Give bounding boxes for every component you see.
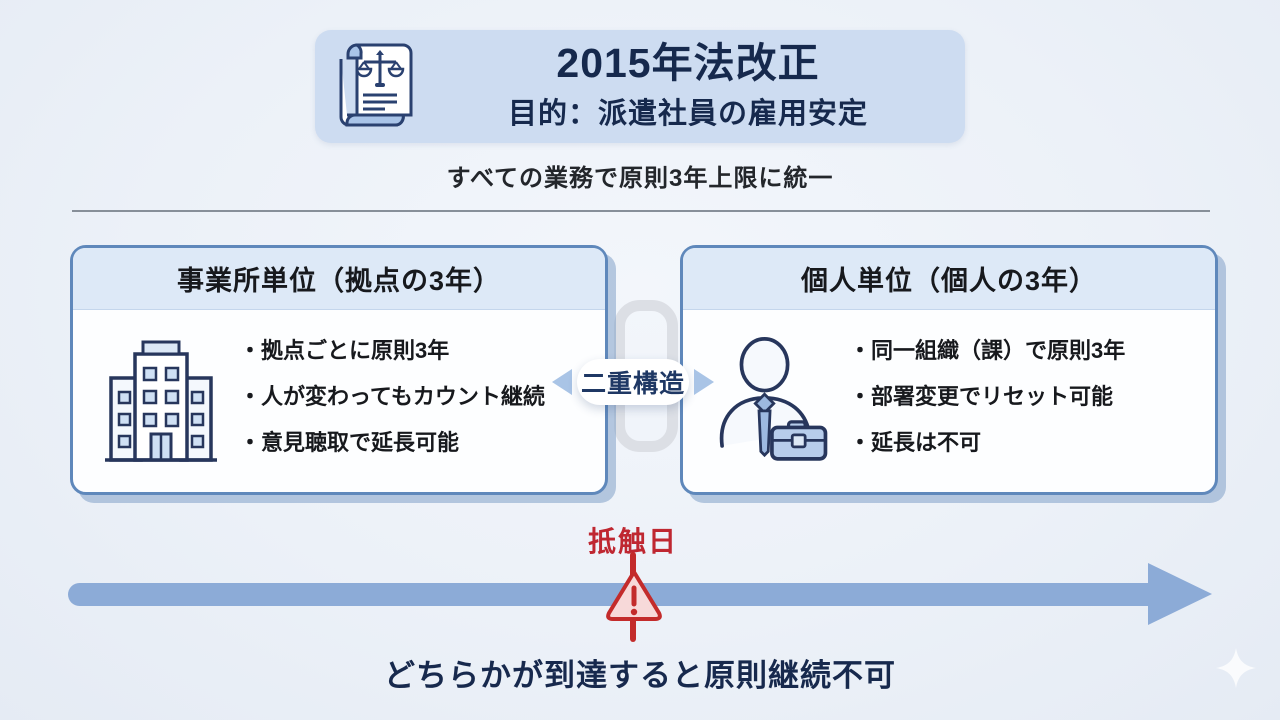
sparkle-icon [1216, 648, 1256, 688]
card-office-unit-title: 事業所単位（拠点の3年） [176, 266, 501, 296]
worker-briefcase-icon [719, 337, 828, 461]
page-title: 2015年法改正 [556, 39, 820, 86]
timeline-bar [68, 583, 1150, 606]
timeline-arrowhead [1148, 563, 1212, 625]
card-individual-unit-body: 同一組織（課）で原則3年 部署変更でリセット可能 延長は不可 [683, 310, 1215, 477]
bullet-item: 拠点ごとに原則3年 [239, 328, 545, 374]
dual-structure-label: 二重構造 [580, 370, 685, 398]
card-individual-unit-title: 個人単位（個人の3年） [800, 266, 1098, 296]
arrow-left-icon [552, 369, 572, 395]
legal-scroll-scales-icon [339, 43, 413, 127]
bullet-item: 延長は不可 [849, 420, 1125, 466]
page-subtitle: 目的：派遣社員の雇用安定 [507, 98, 868, 131]
card-office-unit-header: 事業所単位（拠点の3年） [73, 248, 605, 310]
bullet-item: 部署変更でリセット可能 [849, 374, 1125, 420]
card-office-unit: 事業所単位（拠点の3年） [70, 245, 608, 495]
bullet-item: 意見聴取で延長可能 [239, 420, 545, 466]
office-building-icon [105, 340, 217, 463]
dual-structure-badge: 二重構造 [577, 359, 689, 405]
divider-line [72, 210, 1210, 212]
bullet-item: 人が変わってもカウント継続 [239, 374, 545, 420]
card-office-unit-bullets: 拠点ごとに原則3年 人が変わってもカウント継続 意見聴取で延長可能 [239, 328, 545, 467]
card-individual-unit-bullets: 同一組織（課）で原則3年 部署変更でリセット可能 延長は不可 [849, 328, 1125, 467]
conflict-date-label: 抵触日 [587, 526, 678, 557]
card-individual-unit-header: 個人単位（個人の3年） [683, 248, 1215, 310]
header-box: 2015年法改正 目的：派遣社員の雇用安定 [315, 30, 965, 143]
card-office-unit-body: 拠点ごとに原則3年 人が変わってもカウント継続 意見聴取で延長可能 [73, 310, 605, 477]
arrow-right-icon [694, 369, 714, 395]
card-individual-unit: 個人単位（個人の3年） 同一組織（課）で原則3年 部署変更でリセット可能 延長は… [680, 245, 1218, 495]
header-texts: 2015年法改正 目的：派遣社員の雇用安定 [425, 30, 951, 143]
tagline: すべての業務で原則3年上限に統一 [446, 165, 834, 192]
timeline-caption: どちらかが到達すると原則継続不可 [384, 658, 896, 693]
bullet-item: 同一組織（課）で原則3年 [849, 328, 1125, 374]
warning-triangle-icon [606, 570, 662, 621]
